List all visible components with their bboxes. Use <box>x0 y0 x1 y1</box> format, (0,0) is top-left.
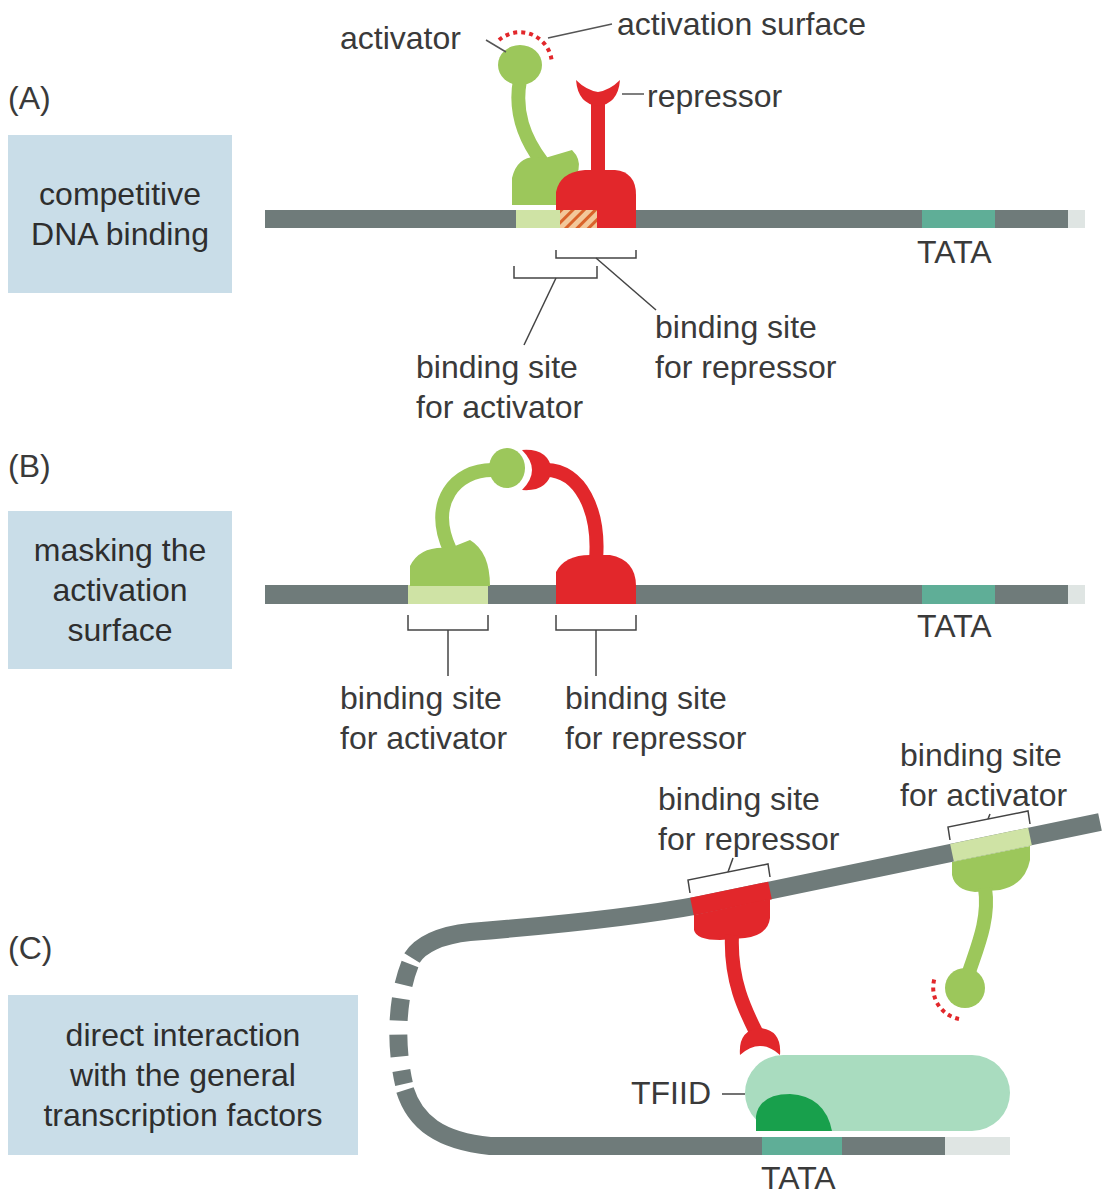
method-panel: masking the activation surface <box>8 511 232 669</box>
dna-loop <box>398 964 410 1084</box>
panel-title: masking the activation surface <box>27 530 213 650</box>
overlap-site <box>560 210 597 228</box>
method-panel: competitive DNA binding <box>8 135 232 293</box>
leader-line <box>622 93 644 95</box>
repressor-head <box>522 450 552 490</box>
bracket <box>556 250 636 258</box>
part-name: activation surface <box>617 4 866 44</box>
site-name: binding site for repressor <box>565 678 765 758</box>
leader-line <box>524 278 556 345</box>
repressor-stem <box>732 935 756 1032</box>
part-name: repressor <box>647 76 782 116</box>
activator-foot <box>952 846 1030 892</box>
leader-line <box>486 40 506 52</box>
panel-title: direct interaction with the general tran… <box>38 1015 328 1135</box>
element-name: TATA <box>917 606 992 646</box>
activator-stem <box>518 80 542 162</box>
repressor-head <box>576 80 620 106</box>
site-name: binding site for activator <box>416 347 616 427</box>
repressor-head <box>740 1028 780 1055</box>
tata-box <box>922 585 995 604</box>
activator-head <box>945 968 985 1008</box>
dna-end <box>945 1137 1010 1155</box>
part-name: activator <box>340 18 461 58</box>
panel-b-art <box>265 448 1085 676</box>
element-name: TATA <box>761 1158 836 1198</box>
dna-end <box>1068 585 1085 604</box>
site-name: binding site for repressor <box>655 307 855 387</box>
repressor-foot <box>556 555 636 586</box>
panel-letter: (C) <box>8 928 52 968</box>
activator-stem <box>968 888 986 975</box>
activator-site <box>408 585 488 604</box>
site-name: binding site for activator <box>340 678 540 758</box>
panel-c-art <box>398 811 1100 1146</box>
leader-line <box>548 24 612 38</box>
panel-title: competitive DNA binding <box>27 174 213 254</box>
repressor-foot <box>694 899 770 940</box>
leader-line <box>595 630 597 676</box>
activation-surface <box>933 977 959 1019</box>
element-name: TATA <box>917 232 992 272</box>
repressor-site <box>597 210 636 228</box>
panel-a-art <box>265 24 1085 345</box>
complex-name: TFIID <box>631 1073 711 1113</box>
method-panel: direct interaction with the general tran… <box>8 995 358 1155</box>
panel-letter: (A) <box>8 78 51 118</box>
site-name: binding site for activator <box>900 735 1100 815</box>
repressor-foot <box>556 170 636 210</box>
leader-line <box>596 258 656 310</box>
leader-line <box>728 858 733 872</box>
site-name: binding site for repressor <box>658 779 858 859</box>
activator-head <box>489 448 525 488</box>
bracket <box>514 266 597 278</box>
bracket <box>948 811 1030 840</box>
repressor-stem <box>546 470 597 560</box>
activator-foot <box>410 540 490 586</box>
activator-site <box>516 210 560 228</box>
tfiid-complex: TFIID <box>745 1055 1010 1131</box>
activator-stem <box>442 470 492 550</box>
dna-strand <box>265 210 1070 228</box>
bracket <box>556 615 636 630</box>
activation-surface <box>499 32 552 59</box>
dna-strand <box>265 585 1070 604</box>
leader-line <box>722 1093 745 1095</box>
panel-letter: (B) <box>8 446 51 486</box>
tata-box <box>762 1137 842 1155</box>
tata-box <box>922 210 995 228</box>
leader-line <box>447 630 449 676</box>
tbp-subunit <box>756 1094 832 1131</box>
dna-end <box>1068 210 1085 228</box>
leader-line <box>988 814 990 819</box>
bracket <box>408 615 488 630</box>
repressor-stem <box>591 98 605 176</box>
repressor-site <box>556 585 636 604</box>
